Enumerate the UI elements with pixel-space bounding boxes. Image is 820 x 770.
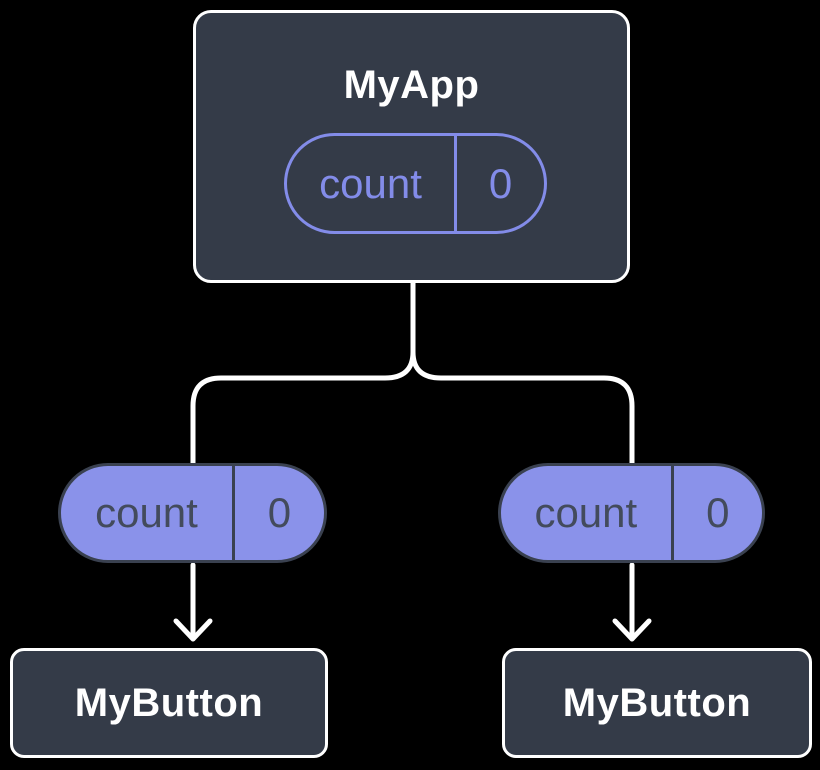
- mybutton-node-right: MyButton: [502, 648, 812, 758]
- prop-name: count: [95, 489, 198, 536]
- prop-pill-left: count 0: [58, 463, 327, 563]
- prop-name: count: [534, 489, 638, 536]
- state-value: 0: [454, 136, 544, 231]
- arrow-left-head-icon: [173, 618, 213, 642]
- state-pill: count 0: [284, 133, 547, 234]
- branch-right-line: [410, 349, 635, 467]
- mybutton-title: MyButton: [74, 680, 264, 725]
- mybutton-title: MyButton: [562, 680, 752, 725]
- branch-left-line: [190, 349, 416, 467]
- mybutton-node-left: MyButton: [10, 648, 328, 758]
- state-name: count: [319, 159, 422, 207]
- myapp-title: MyApp: [343, 63, 480, 107]
- prop-value: 0: [231, 466, 324, 560]
- prop-value: 0: [670, 466, 762, 560]
- prop-pill-right: count 0: [498, 463, 765, 563]
- arrow-right-head-icon: [612, 618, 652, 642]
- myapp-node: MyApp count 0: [193, 10, 630, 283]
